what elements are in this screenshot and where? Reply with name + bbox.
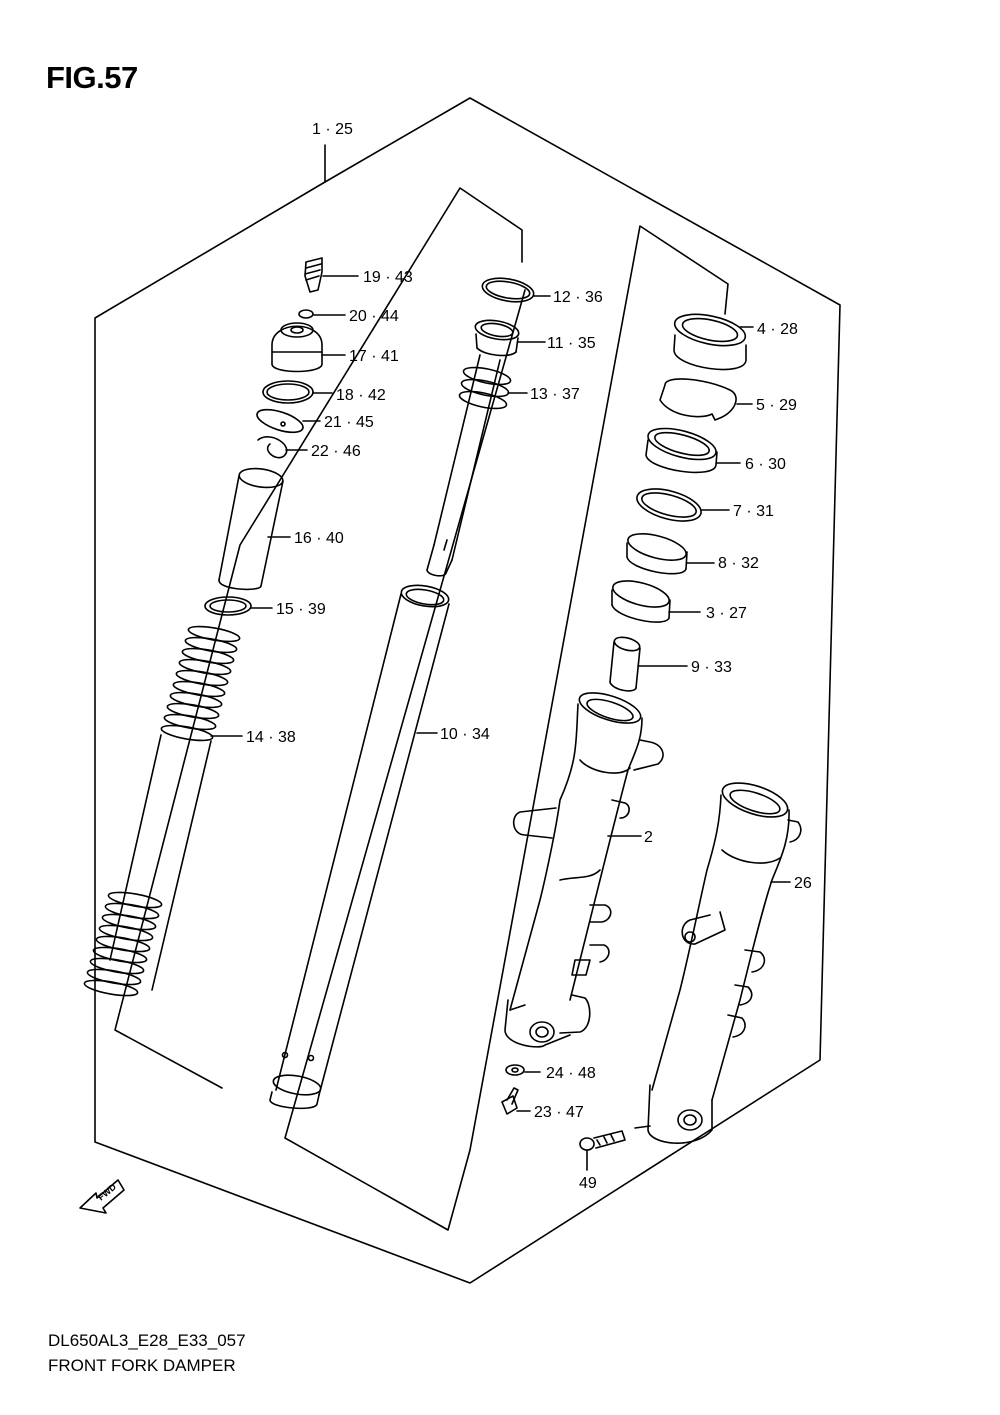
damper-group-bracket bbox=[114, 187, 523, 1089]
part-damper-rod bbox=[426, 354, 501, 577]
callout-24-48: 24 · 48 bbox=[546, 1065, 596, 1082]
assembly-outline bbox=[94, 97, 841, 1284]
tube-group-bracket bbox=[284, 225, 729, 1231]
callout-19-43: 19 · 43 bbox=[363, 269, 413, 286]
callout-labels: 1 · 25 19 · 43 20 · 44 17 · 41 18 · 42 2… bbox=[246, 121, 812, 1192]
part-26-outer-tube bbox=[647, 782, 802, 1144]
part-14-spring-bottom bbox=[83, 891, 163, 997]
callout-26: 26 bbox=[794, 875, 812, 892]
figure-name: FRONT FORK DAMPER bbox=[48, 1356, 236, 1375]
callout-18-42: 18 · 42 bbox=[336, 387, 386, 404]
callout-6-30: 6 · 30 bbox=[745, 456, 786, 473]
part-12-ring bbox=[481, 277, 551, 303]
part-6-oil-seal bbox=[645, 427, 741, 474]
part-3-slide-bushing bbox=[611, 580, 701, 623]
part-24-washer bbox=[505, 1064, 541, 1076]
part-14-spring-top bbox=[160, 625, 243, 742]
figure-title: FIG.57 bbox=[46, 60, 138, 95]
part-21-washer bbox=[256, 408, 321, 434]
part-9-oil-lock bbox=[609, 636, 688, 692]
part-4-dust-seal bbox=[673, 313, 754, 371]
callout-20-44: 20 · 44 bbox=[349, 308, 399, 325]
callout-11-35: 11 · 35 bbox=[547, 335, 596, 352]
part-16-spacer bbox=[218, 467, 291, 591]
callout-12-36: 12 · 36 bbox=[553, 289, 603, 306]
part-13-rebound-spring bbox=[458, 366, 528, 410]
callout-21-45: 21 · 45 bbox=[324, 414, 374, 431]
part-19-adjuster bbox=[304, 257, 359, 293]
callout-4-28: 4 · 28 bbox=[757, 321, 798, 338]
part-14-spring-body bbox=[109, 734, 212, 991]
part-10-inner-tube bbox=[269, 584, 450, 1110]
part-2-outer-tube bbox=[504, 692, 664, 1048]
part-20-o-ring bbox=[298, 309, 346, 319]
callout-1-25: 1 · 25 bbox=[312, 121, 353, 138]
part-23-bolt bbox=[501, 1087, 531, 1115]
callout-8-32: 8 · 32 bbox=[718, 555, 759, 572]
part-22-stopper-ring bbox=[257, 436, 308, 459]
callout-14-38: 14 · 38 bbox=[246, 729, 296, 746]
callout-22-46: 22 · 46 bbox=[311, 443, 361, 460]
callout-16-40: 16 · 40 bbox=[294, 530, 344, 547]
callout-23-47: 23 · 47 bbox=[534, 1104, 584, 1121]
part-18-o-ring bbox=[262, 380, 333, 404]
part-11-rod-top bbox=[474, 319, 546, 357]
part-8-guide-bushing bbox=[626, 533, 715, 575]
part-15-washer bbox=[204, 596, 273, 616]
callout-17-41: 17 · 41 bbox=[349, 348, 399, 365]
part-17-cap-bolt bbox=[271, 322, 346, 373]
callout-9-33: 9 · 33 bbox=[691, 659, 732, 676]
callout-10-34: 10 · 34 bbox=[440, 726, 490, 743]
callout-13-37: 13 · 37 bbox=[530, 386, 580, 403]
callout-15-39: 15 · 39 bbox=[276, 601, 326, 618]
callout-3-27: 3 · 27 bbox=[706, 605, 747, 622]
callout-49: 49 bbox=[579, 1175, 597, 1192]
fwd-arrow-icon bbox=[79, 1179, 125, 1214]
part-5-stopper-ring bbox=[659, 378, 753, 421]
part-49-bolt bbox=[579, 1125, 651, 1171]
part-7-washer bbox=[636, 488, 730, 522]
figure-code: DL650AL3_E28_E33_057 bbox=[48, 1331, 246, 1350]
callout-7-31: 7 · 31 bbox=[733, 503, 774, 520]
callout-5-29: 5 · 29 bbox=[756, 397, 797, 414]
callout-2: 2 bbox=[644, 829, 653, 846]
